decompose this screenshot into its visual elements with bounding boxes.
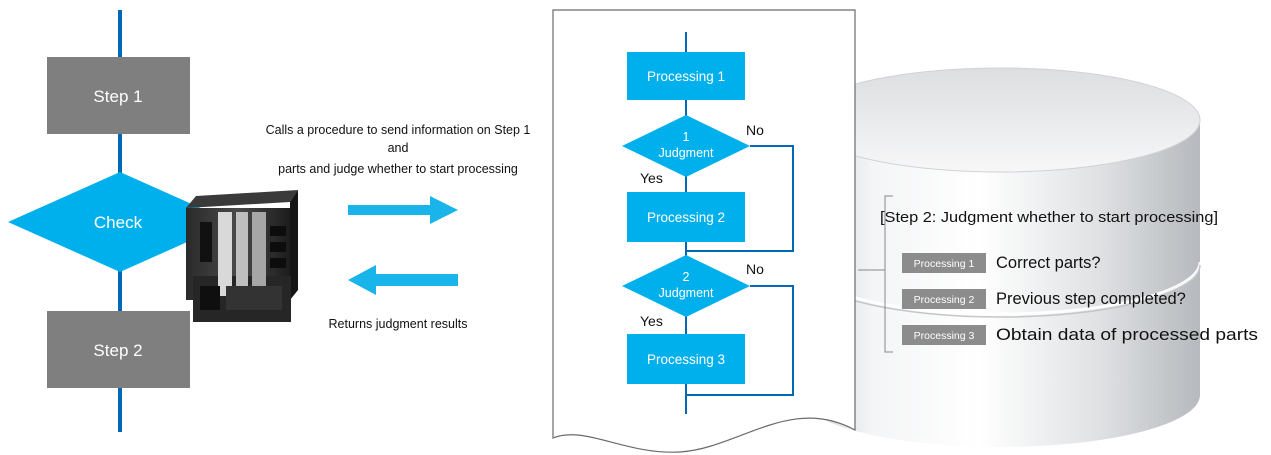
step2-box [47, 311, 190, 388]
item1-tag [902, 253, 986, 273]
database-cylinder [798, 67, 1202, 447]
processing1-box [627, 52, 745, 100]
send-arrow [348, 196, 458, 224]
item1-tag-label: Processing 1 [914, 258, 975, 270]
judgment2-label: Judgment [659, 286, 714, 300]
judgment2-number: 2 [683, 270, 690, 284]
item2-tag-label: Processing 2 [914, 294, 975, 306]
panel-heading: [Step 2: Judgment whether to start proce… [880, 209, 1218, 226]
judgment1-diamond [622, 115, 750, 177]
check-diamond [8, 172, 232, 272]
return-arrow [348, 265, 458, 295]
judgment1-label: Judgment [659, 146, 714, 160]
processing2-box [627, 192, 745, 242]
processing3-label: Processing 3 [647, 352, 725, 367]
step1-label: Step 1 [93, 87, 142, 106]
no-loop-1 [686, 145, 794, 252]
item3-text: Obtain data of processed parts [996, 326, 1258, 344]
item2-tag [902, 289, 986, 309]
send-text-line2: and [388, 141, 409, 155]
processing3-box [627, 334, 745, 384]
return-text: Returns judgment results [329, 317, 468, 331]
item1-text: Correct parts? [996, 254, 1101, 272]
item3-tag-label: Processing 3 [914, 330, 975, 342]
item3-tag [902, 325, 986, 345]
procedure-document: Processing 1 1 Judgment No Yes Processin… [552, 9, 856, 453]
plc-controller-image [186, 190, 298, 322]
step2-label: Step 2 [93, 341, 142, 360]
processing2-label: Processing 2 [647, 210, 725, 225]
judgment2-diamond [622, 255, 750, 317]
check-label: Check [94, 213, 143, 232]
left-flow: Step 1 Check Step 2 [8, 10, 232, 432]
judgment-panel: [Step 2: Judgment whether to start proce… [858, 195, 1258, 353]
message-area: Calls a procedure to send information on… [266, 123, 531, 331]
panel-bracket [884, 195, 893, 353]
judgment2-no: No [746, 261, 764, 277]
no-loop-2 [686, 285, 794, 396]
judgment2-yes: Yes [640, 313, 663, 329]
send-text-line3: parts and judge whether to start process… [278, 162, 518, 176]
item2-text: Previous step completed? [996, 290, 1186, 308]
judgment1-no: No [746, 122, 764, 138]
judgment1-yes: Yes [640, 170, 663, 186]
step1-box [47, 57, 190, 134]
send-text-line1: Calls a procedure to send information on… [266, 123, 531, 137]
processing1-label: Processing 1 [647, 69, 725, 84]
judgment1-number: 1 [683, 130, 690, 144]
